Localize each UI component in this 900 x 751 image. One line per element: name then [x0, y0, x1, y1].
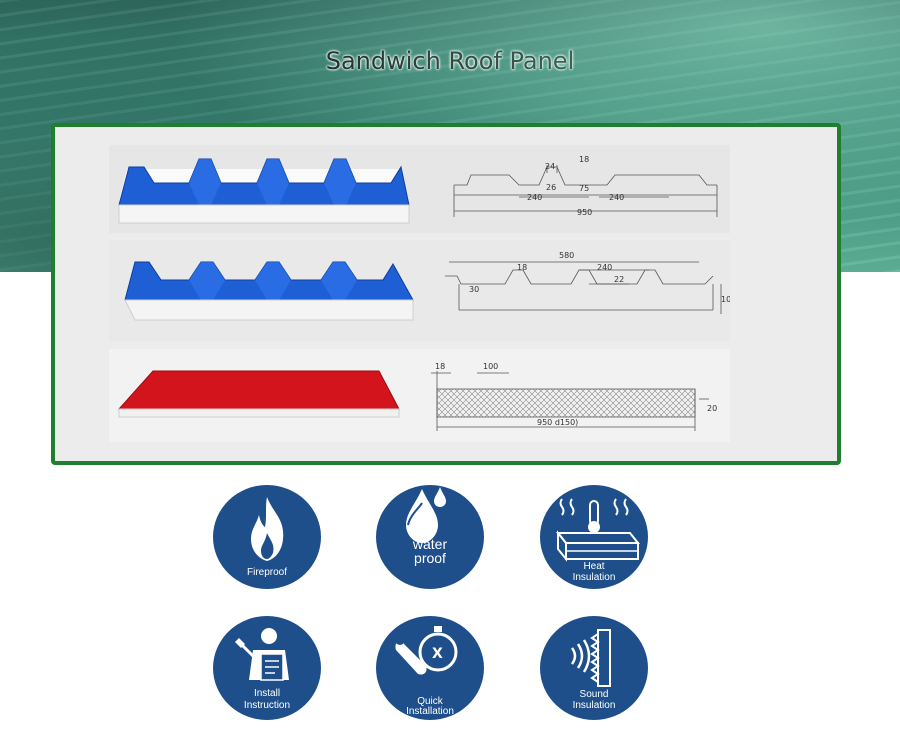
svg-text:X: X	[432, 646, 443, 662]
dim-label: 30	[469, 285, 479, 294]
badge-label: Insulation	[572, 700, 616, 711]
feature-fireproof: Fireproof	[213, 485, 321, 589]
dim-label: 100	[483, 362, 498, 371]
feature-install-instruction: Install Instruction	[213, 616, 321, 720]
dim-label: 580	[559, 251, 574, 260]
badge-label: Fireproof	[246, 567, 287, 578]
wrench-stopwatch-icon: X	[395, 626, 458, 675]
dim-label: 18	[435, 362, 445, 371]
panel-3-drawing: 18 100 20 950 d150)	[117, 362, 717, 431]
panel-row-3: 18 100 20 950 d150)	[109, 349, 730, 442]
dim-label: 950	[577, 208, 592, 217]
badge-label: Insulation	[572, 572, 616, 583]
badge-label: Sound	[579, 689, 609, 700]
product-frame: 24 18 26 75 240 240 950	[51, 123, 841, 465]
feature-waterproof: water proof	[376, 485, 484, 589]
dim-label: 20	[707, 404, 717, 413]
badge-label: Heat	[583, 561, 605, 572]
badge-label: Install	[253, 688, 281, 699]
dim-label: 240	[609, 193, 624, 202]
water-drop-icon	[406, 487, 446, 543]
badge-label: Installation	[406, 706, 454, 717]
dim-label: 24	[545, 162, 555, 171]
panel-row-2: 580 18 240 22 30 10	[109, 240, 730, 342]
feature-sound-insulation: Sound Insulation	[540, 616, 648, 720]
flame-icon	[251, 497, 284, 561]
dim-label: 240	[527, 193, 542, 202]
dim-label: 18	[579, 155, 589, 164]
badge-label: Quick	[417, 696, 443, 707]
dim-label: 22	[614, 275, 624, 284]
panel-row-1: 24 18 26 75 240 240 950	[109, 145, 730, 233]
badge-label: Instruction	[243, 700, 291, 711]
feature-quick-installation: X Quick Installation	[376, 616, 484, 720]
dim-label: 18	[517, 263, 527, 272]
dim-label: 75	[579, 184, 589, 193]
badge-label: water	[412, 536, 448, 552]
dim-label: 950 d150)	[537, 418, 578, 427]
badge-label: proof	[414, 550, 446, 566]
dim-label: 10	[721, 295, 730, 304]
dim-label: 240	[597, 263, 612, 272]
sound-insulation-icon	[570, 629, 611, 687]
install-instruction-icon	[235, 628, 289, 681]
heat-insulation-icon	[555, 498, 641, 562]
dim-label: 26	[546, 183, 556, 192]
panel-2-drawing: 580 18 240 22 30 10	[124, 251, 730, 321]
panel-1-drawing: 24 18 26 75 240 240 950	[118, 155, 718, 224]
feature-heat-insulation: Heat Insulation	[540, 485, 648, 589]
page-title: Sandwich Roof Panel	[325, 47, 575, 75]
